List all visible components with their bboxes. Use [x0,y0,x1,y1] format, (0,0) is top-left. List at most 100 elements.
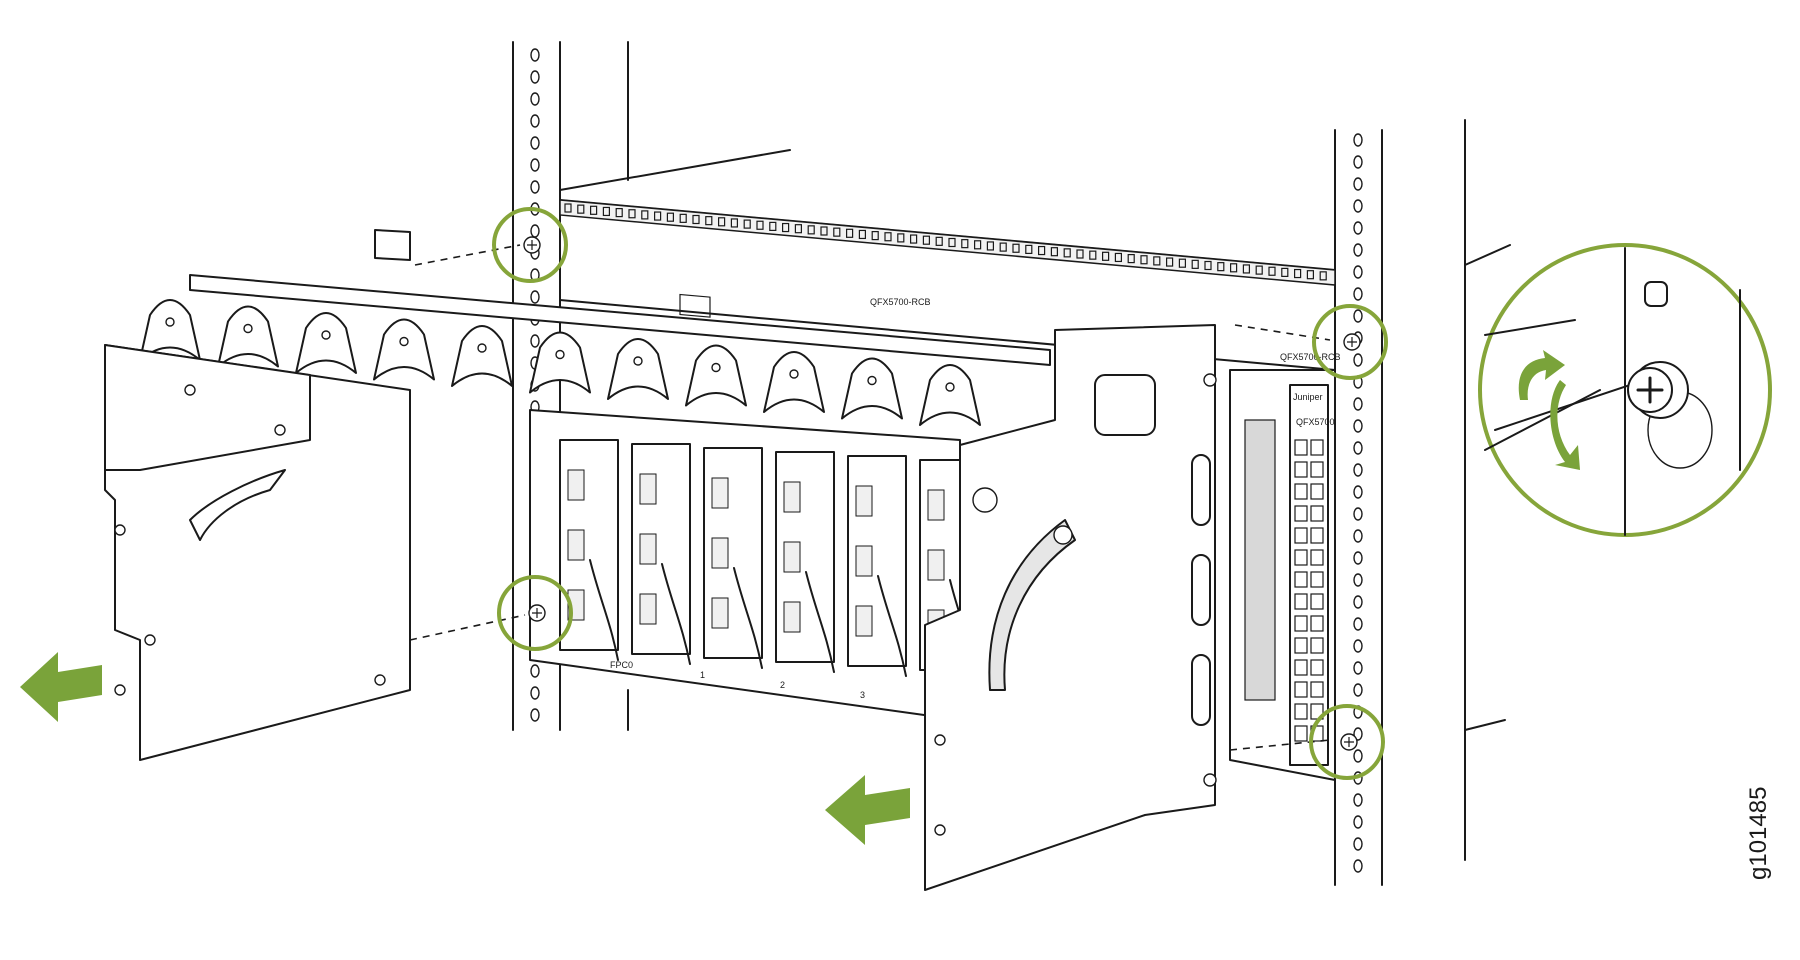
port [1294,483,1308,500]
left-arrow-icon [825,775,910,845]
vent-slot [961,239,969,249]
rack-hole [1353,595,1363,609]
rack-hole [1353,617,1363,631]
vent-slot [679,213,687,223]
rack-hole [1353,221,1363,235]
rack-hole [530,334,540,348]
rack-hole [1353,133,1363,147]
vent-slot [1242,264,1251,274]
ejector-lever [589,559,619,661]
screw-callout-top-left [492,207,568,283]
port [1294,439,1308,456]
rack-hole [1353,441,1363,455]
vent-slot [986,241,995,251]
connector [639,593,657,625]
finger-hole [711,362,721,373]
ejector-lever [661,563,691,665]
connector [783,481,801,513]
board-label-2: QFX5700-RCB [1280,352,1341,362]
vent-slot [1076,249,1084,259]
slot-label-3: 3 [860,690,865,700]
rack-hole [1353,793,1363,807]
vent-slot [1153,256,1161,266]
vent-slot [1268,266,1276,276]
rack-hole [1353,749,1363,763]
rack-hole [1353,463,1363,477]
vent-slot [1101,251,1110,261]
connector [567,529,585,561]
vent-slot [564,203,572,213]
vent-slot [615,208,623,218]
screw-callout-bottom-left [497,575,573,651]
vent-slot [1114,252,1123,263]
finger-hole [945,382,955,392]
finger-hole [633,356,643,366]
board-label-1: QFX5700-RCB [870,297,931,307]
vent-slot [935,236,943,246]
port [1310,681,1324,698]
rack-hole [530,290,540,304]
cable-manager-tray [139,229,1051,426]
port [1310,549,1324,566]
connector [783,601,801,633]
port [1294,725,1308,742]
screw-callout-top-right [1312,304,1388,380]
vent-slot [641,210,649,220]
port [1294,527,1308,544]
rack-hole [1353,309,1363,323]
ejector-lever [877,575,907,677]
cable-finger [217,305,279,368]
vent-slot [1037,245,1046,256]
vent-slot [833,227,841,237]
vent-slot [1025,244,1033,254]
vent-slot [756,220,764,230]
vent-slot [1012,243,1020,253]
vent-slot [922,235,931,245]
vent-slot [909,234,918,244]
rack-hole [530,224,540,238]
vent-slot [666,212,675,222]
port [1310,483,1324,500]
vent-slot [1204,260,1212,271]
vent-slot [897,233,905,243]
rack-hole [1353,243,1363,257]
vent-slot [1089,250,1097,260]
finger-hole [321,330,331,340]
figure-id-label: g101485 [1745,786,1772,880]
ejector-lever [805,571,835,673]
port [1310,527,1324,544]
cable-finger [685,344,747,407]
port [1294,505,1308,522]
vent-slot [602,206,611,217]
ejector-lever [733,567,763,669]
slot-label-0: FPC0 [610,660,633,670]
right-bracket [924,324,1217,891]
finger-hole [789,369,799,379]
chassis-faceplate: Juniper QFX5700 [1229,369,1336,781]
vent-slot [948,237,956,248]
port [1294,593,1308,610]
vent-slot [692,214,700,225]
port [1294,637,1308,654]
zoom-detail [1478,243,1772,537]
rack-hole [1353,287,1363,301]
rotate-arrow-icon [1550,380,1580,470]
port [1310,593,1324,610]
rack-hole [530,664,540,678]
rack-hole [530,136,540,150]
screw-callout-bottom-right [1309,704,1385,780]
rack-hole [1353,485,1363,499]
zoomed-chassis-edge [1464,119,1511,861]
vent-slot [628,209,636,219]
vent-slot [743,219,751,229]
rack-hole [1353,639,1363,653]
left-arrow-icon [20,652,102,722]
connector [855,605,873,637]
connector [711,477,729,509]
connector [711,597,729,629]
port [1310,637,1324,654]
vent-slot [1165,257,1174,267]
vent-slot [577,204,585,214]
